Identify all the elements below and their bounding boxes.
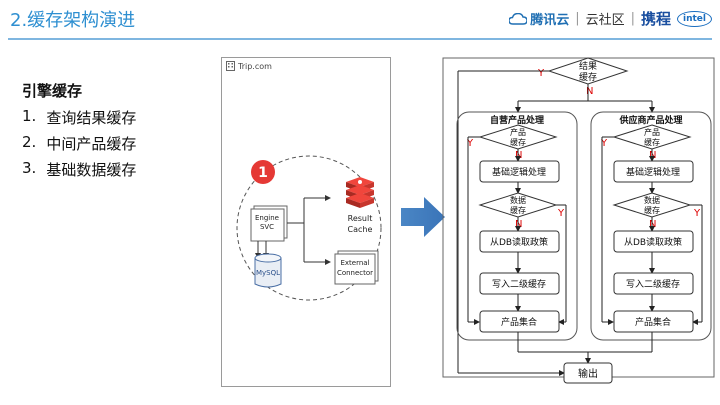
- self-product-set-label: 产品集合: [501, 316, 537, 328]
- self-data-cache-decision: [478, 192, 558, 218]
- site-label: Trip.com: [238, 62, 272, 71]
- list-item: 2. 中间产品缓存: [22, 133, 136, 154]
- title-divider: [8, 38, 712, 40]
- architecture-diagram: 1 Engine SVC MySQL Result Cache Exte: [236, 155, 382, 301]
- supplier-basic-logic-label: 基础逻辑处理: [626, 166, 680, 178]
- list-text: 基础数据缓存: [46, 161, 137, 179]
- list-number: 3.: [22, 159, 37, 177]
- self-basic-logic-label: 基础逻辑处理: [492, 166, 546, 178]
- no-label: N: [649, 219, 656, 230]
- list-text: 中间产品缓存: [46, 135, 137, 153]
- tencent-cloud-logo: 腾讯云: [509, 9, 569, 28]
- supplier-write-l2-box: [613, 272, 694, 295]
- list-number: 2.: [22, 133, 37, 151]
- logo-bar: 腾讯云 | 云社区 | 携程 intel: [509, 8, 712, 29]
- redis-icon: [346, 177, 374, 208]
- yes-label: Y: [600, 138, 608, 149]
- mysql-cylinder: [254, 257, 282, 288]
- no-label: N: [515, 150, 522, 161]
- list-item: 3. 基础数据缓存: [22, 159, 136, 180]
- supplier-product-cache-label: 产品: [644, 127, 660, 137]
- result-cache-label: Result: [348, 214, 373, 223]
- supplier-data-cache-label-2: 缓存: [644, 205, 660, 215]
- external-label: External: [340, 259, 369, 267]
- self-product-cache-label: 产品: [510, 127, 526, 137]
- self-db-read-box: [479, 230, 560, 253]
- result-cache-decision-label-2: 缓存: [579, 71, 597, 83]
- page-title: 2.缓存架构演进: [10, 10, 136, 31]
- self-product-cache-label-2: 缓存: [510, 137, 526, 147]
- yes-label: Y: [537, 68, 545, 79]
- self-basic-logic-box: [479, 160, 560, 183]
- supplier-basic-logic-box: [613, 160, 694, 183]
- intel-logo: intel: [677, 10, 712, 27]
- list-item: 1. 查询结果缓存: [22, 107, 136, 128]
- supplier-data-cache-label: 数据: [644, 195, 660, 205]
- no-label: N: [586, 86, 593, 97]
- mysql-cylinder-top: [254, 253, 282, 263]
- supplier-db-read-label: 从DB读取政策: [624, 236, 682, 248]
- result-cache-decision: [547, 57, 629, 85]
- community-logo-text: 云社区: [585, 13, 625, 28]
- list-number: 1.: [22, 107, 37, 125]
- self-product-set-box: [479, 310, 560, 333]
- supplier-product-cache-decision: [612, 124, 692, 150]
- supplier-data-cache-decision: [612, 192, 692, 218]
- flow-outline: [442, 57, 715, 378]
- supplier-product-set-box: [613, 310, 694, 333]
- engine-svc-box-front: [250, 208, 285, 242]
- step-badge: [251, 160, 275, 184]
- list-text: 查询结果缓存: [46, 109, 137, 127]
- result-cache-label-2: Cache: [348, 225, 373, 234]
- ctrip-logo: 携程: [641, 10, 672, 28]
- architecture-panel: Trip.com 1 Engine SVC MySQL: [221, 57, 391, 387]
- mysql-label: MySQL: [256, 269, 280, 277]
- step-badge-text: 1: [258, 165, 268, 181]
- logo-separator-2: |: [630, 11, 635, 26]
- engine-svc-label: SVC: [260, 223, 274, 231]
- self-product-group: [456, 111, 578, 341]
- no-label: N: [515, 219, 522, 230]
- engine-cache-list: 引擎缓存 1. 查询结果缓存 2. 中间产品缓存 3. 基础数据缓存: [22, 80, 136, 185]
- connector-box: [334, 253, 376, 285]
- output-box: [563, 362, 613, 384]
- cloud-icon: [509, 12, 528, 25]
- yes-label: Y: [693, 208, 701, 219]
- transition-arrow: [401, 197, 445, 237]
- output-label: 输出: [578, 367, 598, 380]
- self-product-title: 自营产品处理: [490, 114, 544, 126]
- no-label: N: [649, 150, 656, 161]
- supplier-product-cache-label-2: 缓存: [644, 137, 660, 147]
- supplier-write-l2-label: 写入二级缓存: [626, 278, 680, 290]
- self-data-cache-label: 数据: [510, 195, 526, 205]
- connector-label: Connector: [337, 269, 373, 277]
- supplier-product-group: [590, 111, 712, 341]
- engine-label: Engine: [255, 214, 279, 222]
- logo-separator: |: [575, 11, 580, 26]
- cache-scope-circle: [236, 155, 382, 301]
- self-data-cache-label-2: 缓存: [510, 205, 526, 215]
- yes-label: Y: [466, 138, 474, 149]
- yes-label: Y: [557, 208, 565, 219]
- supplier-product-title: 供应商产品处理: [618, 114, 682, 126]
- tencent-cloud-text: 腾讯云: [530, 13, 570, 28]
- self-product-cache-decision: [478, 124, 558, 150]
- self-db-read-label: 从DB读取政策: [490, 236, 548, 248]
- section-heading: 引擎缓存: [22, 82, 83, 100]
- building-icon: [226, 61, 235, 71]
- supplier-product-set-label: 产品集合: [635, 316, 671, 328]
- self-write-l2-label: 写入二级缓存: [492, 278, 546, 290]
- supplier-db-read-box: [613, 230, 694, 253]
- result-cache-decision-label: 结果: [579, 60, 597, 72]
- self-write-l2-box: [479, 272, 560, 295]
